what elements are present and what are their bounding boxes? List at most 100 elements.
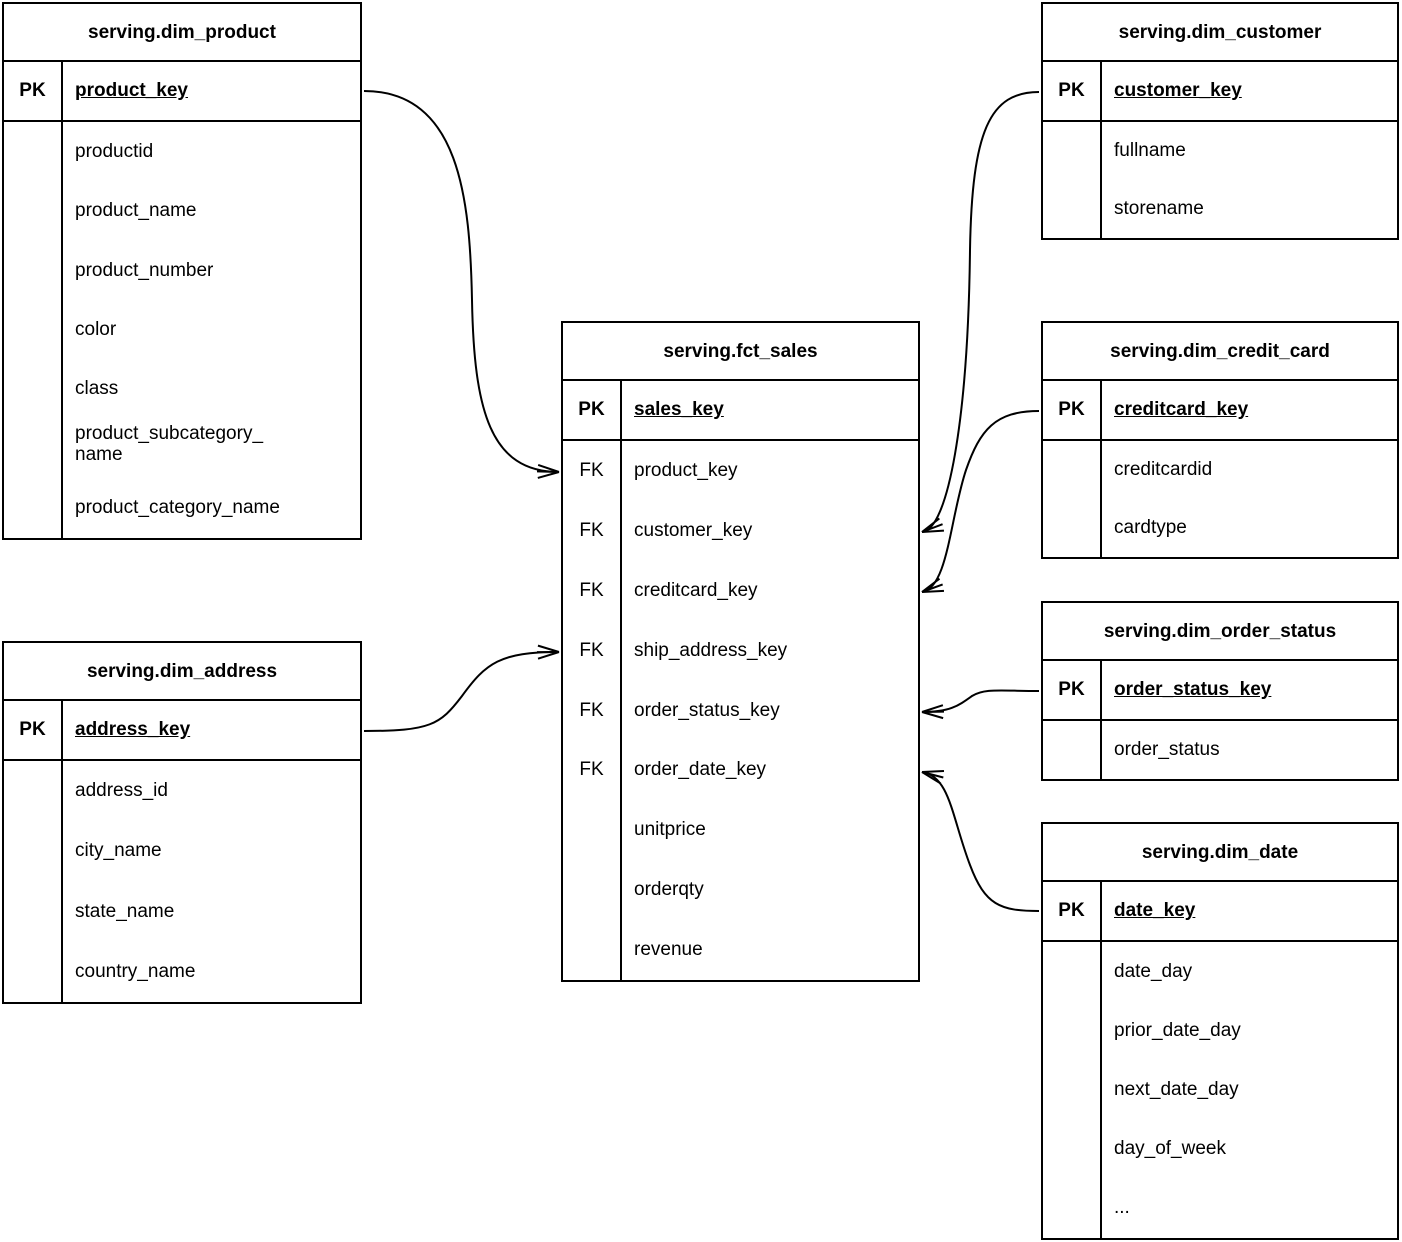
key-badge-empty	[563, 800, 622, 861]
attribute-row[interactable]: cardtype	[1043, 499, 1397, 557]
cardinality-many-prong-2	[921, 529, 945, 533]
relationship-line	[363, 651, 560, 732]
attribute-row[interactable]: storename	[1043, 180, 1397, 238]
attribute-field: customer_key	[634, 519, 753, 541]
attribute-group-dim_customer: fullname storename	[1043, 122, 1397, 238]
attribute-row[interactable]: unitprice	[563, 800, 918, 861]
pk-row-dim_product[interactable]: PK product_key	[4, 62, 360, 122]
attribute-row[interactable]: orderqty	[563, 860, 918, 921]
attribute-row[interactable]: city_name	[4, 821, 360, 882]
cardinality-many-prong-0	[921, 517, 940, 533]
attribute-field: orderqty	[634, 879, 704, 901]
attribute-field: next_date_day	[1114, 1079, 1239, 1100]
attribute-field: storename	[1114, 198, 1204, 219]
key-badge-empty	[4, 181, 63, 241]
attribute-row[interactable]: next_date_day	[1043, 1060, 1397, 1120]
entity-title-dim_order_status: serving.dim_order_status	[1043, 603, 1397, 661]
relationship-creditcard-to-sales	[921, 401, 1047, 593]
pk-badge-dim_date: PK	[1043, 882, 1102, 940]
key-badge-empty	[1043, 1119, 1102, 1179]
pk-badge-fct_sales: PK	[563, 381, 622, 439]
fk-badge: FK	[563, 500, 622, 561]
key-badge-empty	[1043, 1001, 1102, 1061]
attribute-field: ...	[1114, 1197, 1130, 1219]
attribute-row[interactable]: product_subcategory_ name	[4, 419, 360, 479]
attribute-row[interactable]: FK customer_key	[563, 500, 918, 561]
relationship-line	[921, 410, 1040, 593]
attribute-group-dim_credit_card: creditcardid cardtype	[1043, 441, 1397, 557]
cardinality-many-prong-1	[536, 470, 560, 473]
attribute-row[interactable]: product_category_name	[4, 478, 360, 538]
cardinality-many-prong-0	[537, 651, 560, 660]
attribute-row[interactable]: date_day	[1043, 942, 1397, 1002]
attribute-field: order_status	[1114, 739, 1220, 760]
attribute-row[interactable]: address_id	[4, 761, 360, 822]
attribute-field: order_status_key	[634, 699, 780, 721]
attribute-field: revenue	[634, 939, 703, 961]
cardinality-many-prong-0	[921, 704, 944, 713]
attribute-field: creditcardid	[1114, 459, 1213, 480]
attribute-row[interactable]: day_of_week	[1043, 1119, 1397, 1179]
key-badge-empty	[4, 359, 63, 420]
entity-title-dim_credit_card: serving.dim_credit_card	[1043, 323, 1397, 381]
cardinality-many-prong-2	[921, 771, 942, 785]
attribute-row[interactable]: productid	[4, 122, 360, 182]
attribute-row[interactable]: ...	[1043, 1178, 1397, 1239]
fk-badge: FK	[563, 560, 622, 621]
relationship-line	[921, 689, 1040, 713]
attribute-row[interactable]: product_name	[4, 181, 360, 241]
attribute-row[interactable]: state_name	[4, 881, 360, 942]
attribute-row[interactable]: product_number	[4, 240, 360, 301]
attribute-row[interactable]: fullname	[1043, 122, 1397, 180]
relationship-orderstatus-to-sales	[921, 682, 1047, 720]
pk-field-dim_address: address_key	[75, 719, 191, 740]
entity-title-dim_address: serving.dim_address	[4, 643, 360, 701]
pk-badge-dim_order_status: PK	[1043, 661, 1102, 719]
attribute-row[interactable]: order_status	[1043, 721, 1397, 779]
fk-badge: FK	[563, 680, 622, 741]
key-badge-empty	[1043, 1178, 1102, 1239]
attribute-field: productid	[75, 140, 154, 162]
cardinality-many-prong-0	[537, 471, 560, 479]
relationship-product-to-sales	[356, 81, 560, 479]
entity-title-fct_sales: serving.fct_sales	[563, 323, 918, 381]
pk-badge-dim_customer: PK	[1043, 62, 1102, 120]
cardinality-many-prong-2	[921, 711, 944, 720]
pk-field-dim_product: product_key	[75, 80, 188, 101]
attribute-field: state_name	[75, 900, 175, 922]
pk-badge-dim_product: PK	[4, 62, 63, 120]
attribute-row[interactable]: prior_date_day	[1043, 1001, 1397, 1061]
key-badge-empty	[4, 240, 63, 301]
key-badge-empty	[1043, 942, 1102, 1002]
attribute-group-dim_address: address_id city_name state_name country_nam…	[4, 761, 360, 1002]
key-badge-empty	[1043, 721, 1102, 779]
attribute-row[interactable]: class	[4, 359, 360, 420]
entity-title-dim_date: serving.dim_date	[1043, 824, 1397, 882]
attribute-row[interactable]: revenue	[563, 920, 918, 981]
key-badge-empty	[4, 122, 63, 182]
attribute-field: unitprice	[634, 819, 706, 841]
key-badge-empty	[563, 920, 622, 981]
attribute-row[interactable]: country_name	[4, 941, 360, 1002]
attribute-row[interactable]: creditcardid	[1043, 441, 1397, 499]
attribute-row[interactable]: FK order_status_key	[563, 680, 918, 741]
attribute-field: address_id	[75, 780, 168, 802]
attribute-row[interactable]: color	[4, 300, 360, 360]
